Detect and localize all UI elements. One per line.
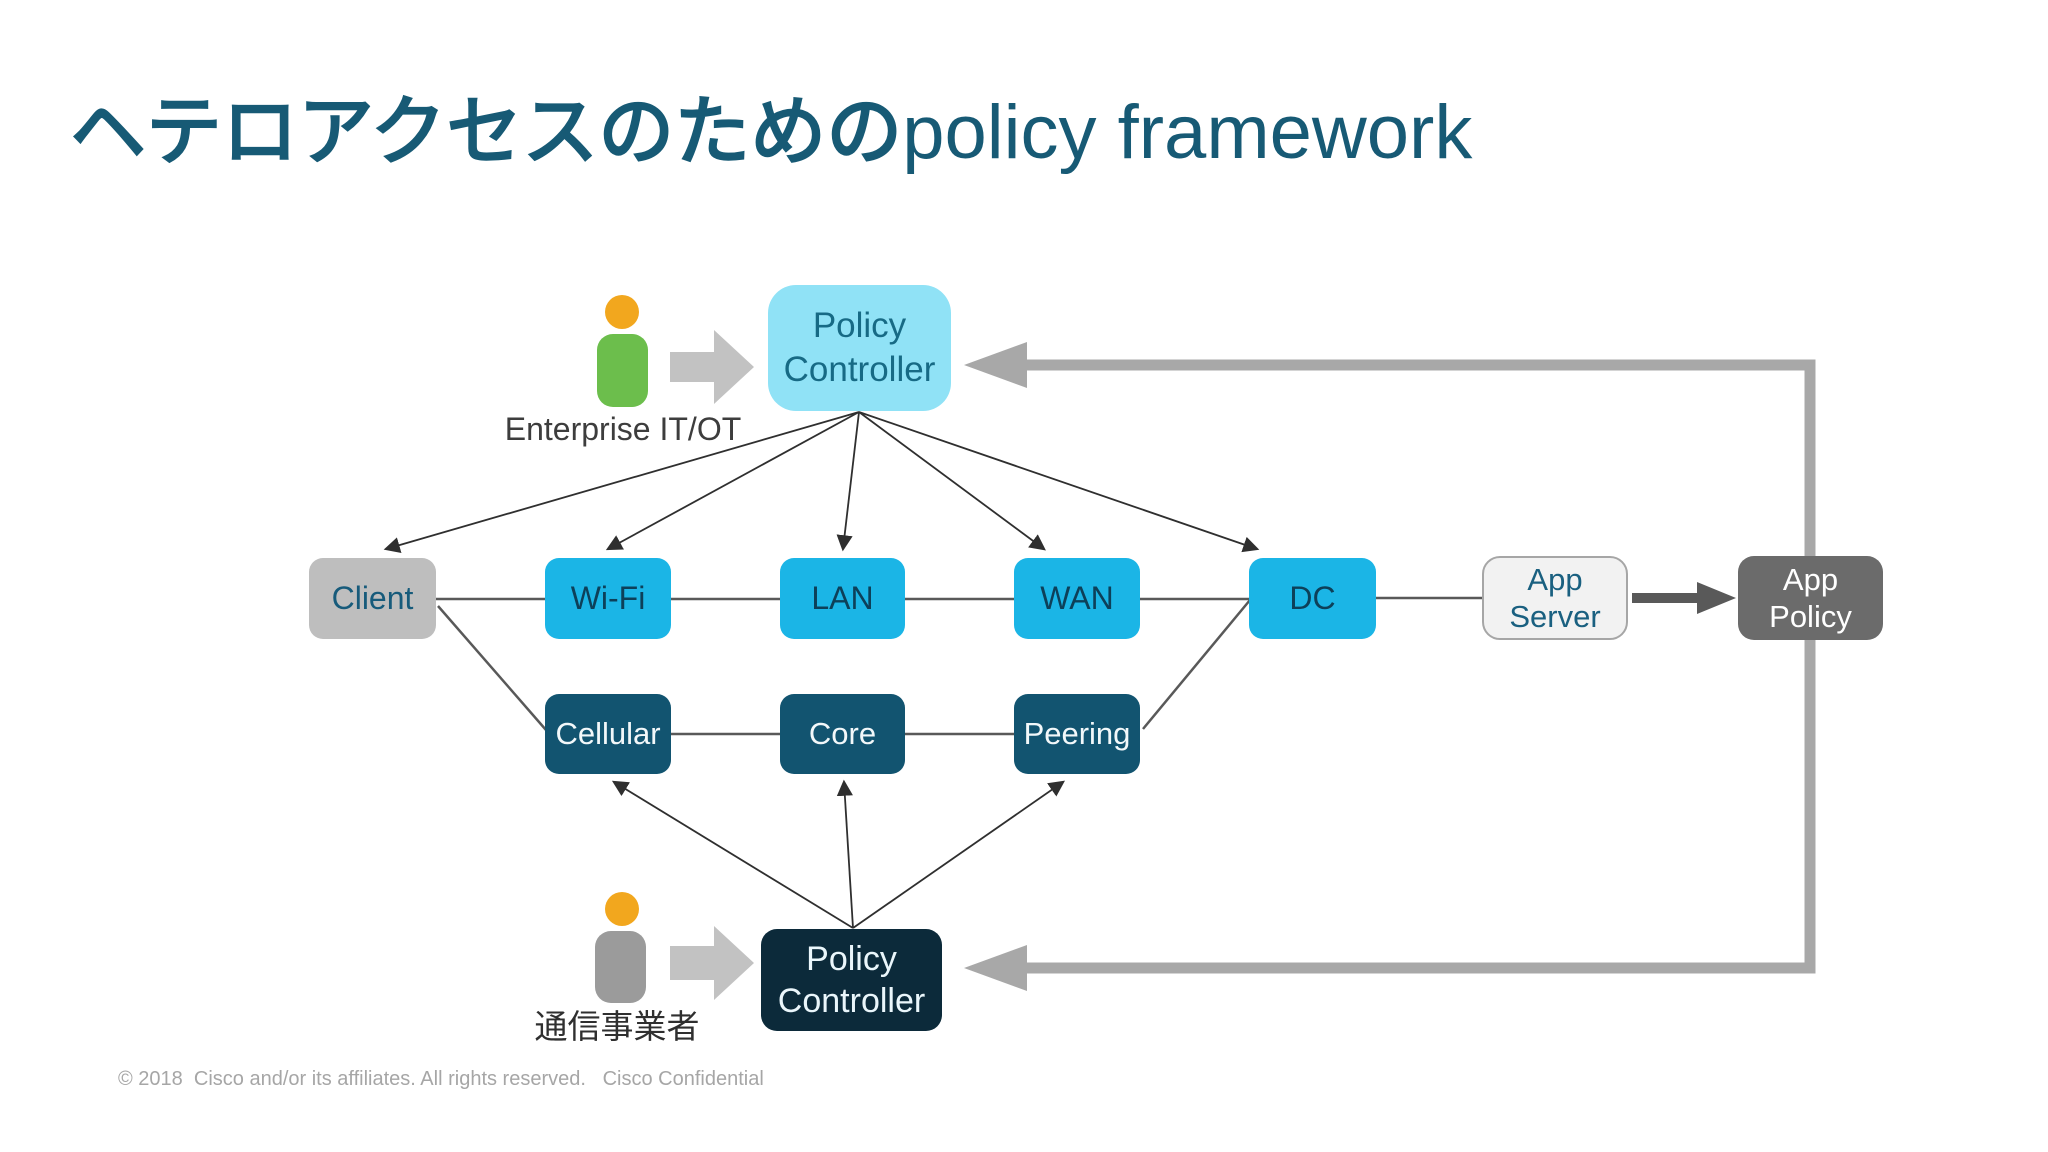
node-label: Policy <box>806 940 897 978</box>
enterprise-to-controller-arrow <box>670 330 754 404</box>
person-head-icon <box>605 295 639 329</box>
node-policy-controller-bottom: Policy Controller <box>761 929 942 1031</box>
node-app-server: App Server <box>1482 556 1628 640</box>
top-fan-arrows <box>383 411 1260 553</box>
node-label: Cellular <box>555 716 661 751</box>
node-client: Client <box>309 558 436 639</box>
node-lan: LAN <box>780 558 905 639</box>
app-server-to-app-policy-arrow <box>1632 582 1736 614</box>
arrow-pc-to-cellular <box>611 780 854 929</box>
node-wan: WAN <box>1014 558 1140 639</box>
person-body-icon <box>595 931 646 1003</box>
node-label: Controller <box>777 982 926 1020</box>
node-dc: DC <box>1249 558 1376 639</box>
node-label: Client <box>331 580 414 616</box>
loop-arrowhead-top-icon <box>964 342 1027 388</box>
node-label: App <box>1782 562 1839 597</box>
person-head-icon <box>605 892 639 926</box>
arrow-pc-to-client <box>383 411 860 553</box>
slide-title-japanese: ヘテロアクセスのための <box>70 89 903 175</box>
actor-label-line: Enterprise <box>504 411 651 447</box>
carrier-actor-label: 通信事業者 <box>467 1008 767 1046</box>
arrowhead-icon <box>1697 582 1736 614</box>
node-label: LAN <box>811 580 874 616</box>
node-label: Core <box>808 716 877 751</box>
loop-arrowhead-bottom-icon <box>964 945 1027 991</box>
carrier-person-icon <box>595 892 646 1003</box>
feedback-loop-arrow <box>964 342 1816 991</box>
carrier-to-controller-arrow <box>670 926 754 1000</box>
enterprise-person-icon <box>597 295 648 407</box>
node-core: Core <box>780 694 905 774</box>
arrow-pc-to-wifi <box>605 411 860 551</box>
connector-client-cellular <box>437 605 547 731</box>
node-label: WAN <box>1040 580 1114 616</box>
network-connectors <box>436 596 1482 736</box>
node-peering: Peering <box>1014 694 1140 774</box>
node-policy-controller-top: Policy Controller <box>768 285 951 411</box>
arrow-pc-to-peering <box>852 780 1065 929</box>
node-label: Peering <box>1023 716 1131 751</box>
person-body-icon <box>597 334 648 407</box>
node-wifi: Wi-Fi <box>545 558 671 639</box>
arrow-pc-to-lan <box>836 411 860 552</box>
node-label: DC <box>1289 580 1336 616</box>
connector-dc-peering <box>1142 599 1251 730</box>
slide-title-english: policy framework <box>902 89 1473 175</box>
actor-label-line: IT/OT <box>659 411 742 447</box>
node-label: Policy <box>812 306 907 345</box>
arrow-pc-to-core <box>836 779 854 929</box>
enterprise-actor-label: Enterprise IT/OT <box>473 410 773 448</box>
arrow-pc-to-wan <box>858 411 1046 551</box>
node-app-policy: App Policy <box>1738 556 1883 640</box>
actor-label-line: 通信事業者 <box>534 1008 700 1045</box>
copyright-footer: © 2018 Cisco and/or its affiliates. All … <box>118 1068 764 1090</box>
slide-title: ヘテロアクセスのためのpolicy framework <box>70 87 1472 180</box>
node-label: Controller <box>783 350 936 389</box>
arrow-pc-to-dc <box>858 411 1260 553</box>
node-label: Server <box>1509 599 1601 634</box>
node-label: Policy <box>1769 599 1852 634</box>
node-label: App <box>1527 562 1583 597</box>
node-cellular: Cellular <box>545 694 671 774</box>
node-label: Wi-Fi <box>570 580 646 616</box>
bottom-fan-arrows <box>611 779 1065 929</box>
